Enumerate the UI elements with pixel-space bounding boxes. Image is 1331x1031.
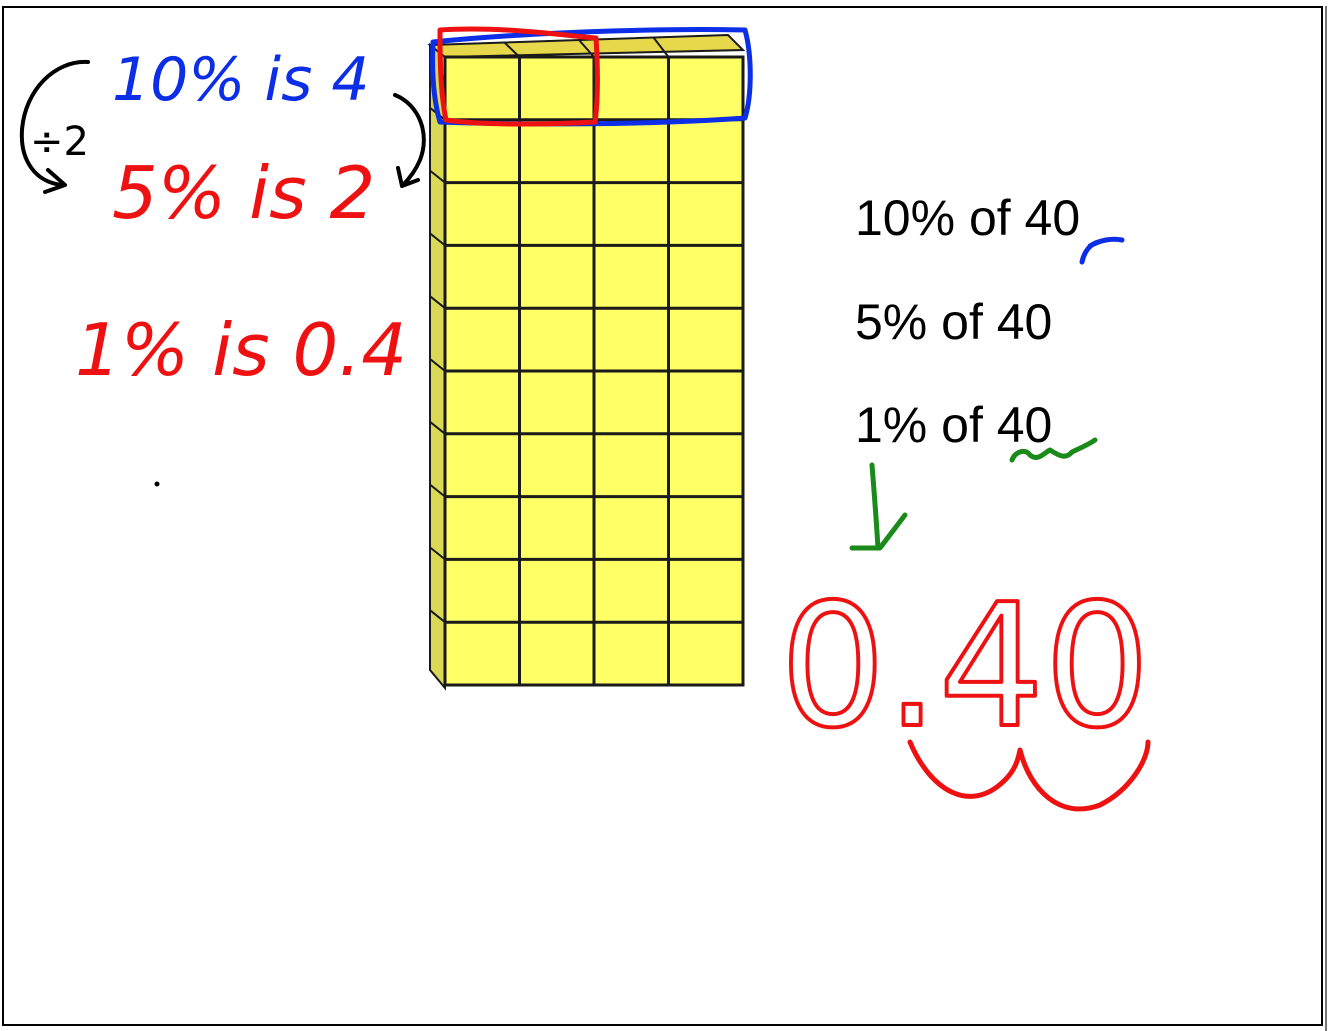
- blue-underline-mark: [1079, 236, 1125, 265]
- handwritten-ten-percent: 10% is 4: [112, 45, 370, 115]
- cube-side-edge-line: [429, 421, 446, 435]
- prompt-one-percent: 1% of 40: [855, 397, 1053, 453]
- cube-top-edge-line: [503, 41, 521, 58]
- divide-arrow-left: [19, 59, 90, 194]
- stray-dot: [154, 481, 160, 487]
- ink-green: [849, 437, 1098, 551]
- prompt-ten-percent: 10% of 40: [855, 190, 1081, 246]
- cube-top-edge-line: [578, 39, 595, 58]
- cube-side-edge-line: [429, 295, 446, 309]
- handwritten-five-percent: 5% is 2: [112, 151, 375, 235]
- red-place-value-loops: [907, 739, 1151, 812]
- ink-black: ÷2: [19, 59, 426, 487]
- cube-top-edge-line: [652, 36, 670, 58]
- handwritten-one-percent: 1% is 0.4: [75, 308, 407, 392]
- cube-side-edge-line: [429, 546, 446, 561]
- cube-side-edge-line: [429, 358, 446, 372]
- divide-arrow-right: [393, 93, 426, 188]
- slide-edge-shadow: [1325, 6, 1327, 1031]
- prompt-five-percent: 5% of 40: [855, 294, 1053, 350]
- cube-grid: [429, 36, 743, 685]
- slide-frame: [2, 6, 1323, 1026]
- cube-column-model: [427, 33, 746, 691]
- ink-blue: 10% is 4: [112, 27, 1125, 265]
- cube-side-edge-line: [429, 609, 446, 623]
- blue-top-row-loop: [430, 27, 753, 127]
- handwritten-divide-by-two: ÷2: [30, 119, 89, 165]
- green-underline-mark: [1009, 437, 1098, 463]
- handwritten-answer: 0.40: [780, 568, 1150, 766]
- red-top-cube-outline: [437, 26, 600, 127]
- cube-column-side: [429, 42, 446, 691]
- cube-side-edge-line: [429, 232, 446, 247]
- green-down-arrow: [849, 462, 908, 551]
- cube-side-edge-line: [429, 483, 446, 498]
- ink-red: 5% is 2 1% is 0.4 0.40: [75, 26, 1152, 812]
- cube-side-edge-line: [429, 169, 446, 184]
